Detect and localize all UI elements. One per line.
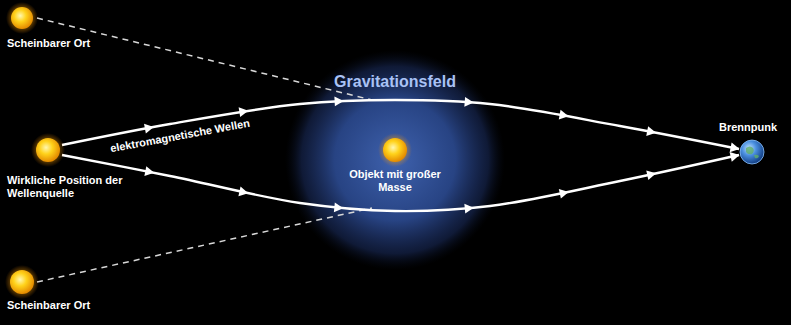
arrowhead (730, 152, 740, 162)
sun-symbol (9, 5, 35, 31)
position-label: Brennpunk (719, 121, 777, 134)
arrowhead (144, 124, 154, 134)
sun-glow (31, 133, 65, 167)
sun-symbol (8, 268, 36, 296)
sun-disc (10, 270, 34, 294)
sun-disc (11, 7, 33, 29)
gravitational-field-glow (285, 50, 505, 270)
apparent-ray (37, 18, 372, 100)
continent-shape (746, 147, 759, 159)
apparent-ray (37, 208, 372, 282)
sun-glow (378, 133, 412, 167)
position-label: Objekt mit großer Masse (335, 168, 455, 194)
field-region: GravitationsfeldObjekt mit großer Masse (290, 50, 500, 260)
sun-symbol (34, 136, 62, 164)
arrowhead (334, 96, 343, 106)
sun-node: Wirkliche Position der Wellenquelle (34, 136, 62, 164)
position-label: Wirkliche Position der Wellenquelle (7, 174, 132, 200)
arrowhead (559, 110, 569, 120)
sun-node: Objekt mit großer Masse (381, 136, 409, 164)
arrowhead (730, 142, 740, 152)
earth-disc (740, 140, 764, 164)
earth-symbol (739, 139, 765, 165)
arrowhead (239, 107, 249, 117)
sun-node: Scheinbarer Ort (8, 268, 36, 296)
position-label: Scheinbarer Ort (7, 299, 90, 312)
arrowhead (238, 186, 248, 196)
sun-node: Scheinbarer Ort (9, 5, 35, 31)
position-label: Scheinbarer Ort (7, 37, 90, 50)
region-title: Gravitationsfeld (290, 72, 500, 91)
sun-symbol (381, 136, 409, 164)
arrowhead (144, 166, 154, 176)
arrowhead (646, 170, 656, 180)
sun-disc (36, 138, 60, 162)
arrowhead (464, 97, 473, 107)
sun-glow (6, 2, 38, 34)
arrowhead (559, 189, 569, 199)
focal-point: Brennpunk (739, 139, 765, 165)
arrowhead (646, 126, 656, 136)
arrowhead (334, 202, 343, 212)
sun-glow (5, 265, 39, 299)
arrowhead (464, 204, 473, 214)
sun-disc (383, 138, 407, 162)
